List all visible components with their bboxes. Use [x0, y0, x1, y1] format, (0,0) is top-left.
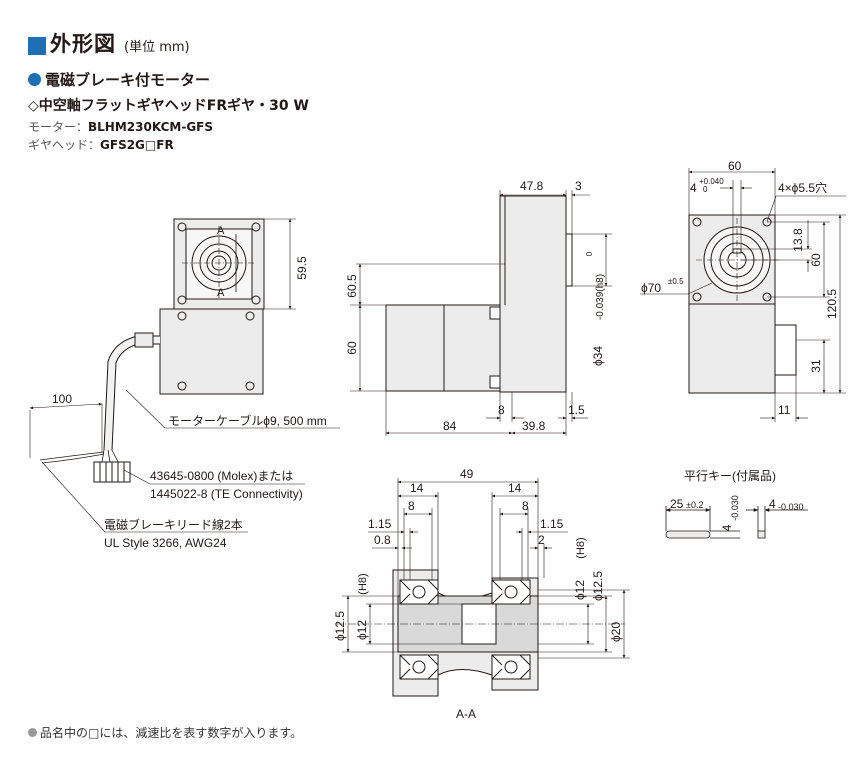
product-name-text: 電磁ブレーキ付モーター — [45, 71, 211, 89]
dim-4-key: 4 — [690, 181, 697, 195]
section-aa-dims — [342, 478, 630, 659]
key-width-tol: -0.030 — [778, 502, 804, 512]
dim-84: 84 — [443, 419, 457, 433]
brake-lead-wires — [39, 451, 105, 464]
left-view-dims — [29, 218, 340, 533]
dim-0-8: 0.8 — [374, 533, 391, 547]
dim-31: 31 — [809, 359, 823, 373]
motor-label: モーター： — [28, 120, 89, 134]
footnote: 品名中の□には、減速比を表す数字が入ります。 — [28, 724, 302, 741]
dim-h8-right: (H8) — [575, 537, 587, 558]
dim-8-right: 8 — [522, 499, 529, 513]
dim-1-15-left: 1.15 — [368, 517, 392, 531]
dim-120-5: 120.5 — [825, 289, 839, 319]
dim-49: 49 — [460, 467, 474, 481]
dim-59-5: 59.5 — [295, 256, 309, 280]
bullet-circle-icon — [28, 73, 41, 86]
footnote-text: 品名中の□には、減速比を表す数字が入ります。 — [40, 726, 303, 740]
lead-label-1: 電磁ブレーキリード線2本 — [104, 517, 243, 532]
dim-phi12-5-right: ϕ12.5 — [591, 571, 605, 601]
mount-hole — [177, 295, 187, 305]
dim-phi12-right: ϕ12 — [573, 580, 587, 600]
tol-4-bot: 0 — [703, 185, 708, 194]
side-view — [385, 195, 573, 393]
side-view-dims — [350, 190, 612, 436]
shaft-protrusion — [565, 233, 573, 287]
front-view — [688, 214, 797, 394]
tol-4-top: +0.040 — [699, 177, 724, 186]
dim-1-15-right: 1.15 — [540, 517, 564, 531]
dim-3: 3 — [575, 179, 582, 193]
connector-label-2: 1445022-8 (TE Connectivity) — [150, 487, 303, 501]
dim-100: 100 — [52, 392, 72, 406]
tol-phi34: -0.039(h8) — [595, 274, 606, 320]
product-name: 電磁ブレーキ付モーター — [28, 69, 210, 90]
dim-60-top: 60 — [728, 159, 742, 173]
dim-60-side: 60 — [345, 341, 359, 355]
page-title: 外形図 — [50, 32, 116, 56]
section-aa — [335, 569, 625, 697]
dim-phi34: ϕ34 — [591, 346, 605, 366]
left-view — [39, 218, 265, 483]
dim-phi12-left: ϕ12 — [355, 620, 369, 640]
dim-holes: 4×ϕ5.5穴 — [778, 180, 827, 195]
motor-body — [159, 308, 264, 395]
lead-label-2: UL Style 3266, AWG24 — [104, 536, 227, 550]
parallel-key — [665, 506, 808, 539]
dim-13-8: 13.8 — [791, 228, 805, 252]
dim-60-5: 60.5 — [345, 274, 359, 298]
section-label: A-A — [456, 707, 476, 721]
tol-phi34-top: 0 — [585, 251, 594, 256]
gearhead-label: ギヤヘッド： — [28, 138, 101, 152]
brake-box — [774, 324, 797, 376]
dim-39-8: 39.8 — [522, 419, 546, 433]
dim-phi12-5-left: ϕ12.5 — [333, 611, 347, 641]
section-header: 外形図 (単位 mm) — [28, 28, 190, 58]
mount-hole — [251, 295, 261, 305]
dim-11: 11 — [778, 403, 791, 417]
front-view-dims — [640, 168, 846, 422]
motor-cable — [104, 336, 160, 451]
dim-8: 8 — [498, 403, 505, 417]
gearhead-value: GFS2G□FR — [100, 138, 174, 152]
dim-8-left: 8 — [408, 499, 415, 513]
dim-14-left: 14 — [410, 481, 424, 495]
tol-phi70: ±0.5 — [668, 277, 684, 286]
product-series: ◇中空軸フラットギヤヘッドFRギヤ・30 W — [28, 98, 309, 114]
motor-side — [385, 304, 501, 392]
dim-h8-left: (H8) — [357, 573, 369, 594]
dim-phi20: ϕ20 — [609, 622, 623, 642]
key-width: 4 — [769, 497, 776, 511]
key-height-tol: -0.030 — [730, 495, 740, 521]
motor-spec: モーター：BLHM230KCM-GFS — [28, 118, 213, 135]
cable-label: モーターケーブルϕ9, 500 mm — [168, 413, 327, 428]
section-mark-a-bottom: A — [217, 287, 225, 299]
mount-hole — [177, 222, 187, 232]
key-length: 25 — [670, 497, 684, 511]
key-end — [757, 530, 766, 539]
dim-60-vert: 60 — [809, 253, 823, 267]
mount-hole — [251, 222, 261, 232]
section-mark-a-top: A — [217, 225, 225, 237]
dim-phi70: ϕ70 — [641, 281, 661, 295]
connector-label-1: 43645-0800 (Molex)または — [150, 469, 293, 483]
motor-value: BLHM230KCM-GFS — [88, 120, 214, 134]
dim-2: 2 — [538, 533, 545, 547]
dim-14-right: 14 — [508, 481, 522, 495]
unit-note: (単位 mm) — [124, 40, 190, 55]
key-height: 4 — [720, 524, 734, 531]
gearhead-side — [499, 195, 567, 393]
key-side — [665, 530, 711, 539]
key-length-tol: ±0.2 — [686, 500, 703, 510]
key-title: 平行キー(付属品) — [684, 469, 776, 483]
dim-47-8: 47.8 — [520, 179, 544, 193]
dim-1-5: 1.5 — [568, 403, 585, 417]
title-square-icon — [28, 37, 46, 55]
gearhead-spec: ギヤヘッド：GFS2G□FR — [28, 136, 174, 153]
footnote-bullet-icon — [28, 728, 37, 737]
